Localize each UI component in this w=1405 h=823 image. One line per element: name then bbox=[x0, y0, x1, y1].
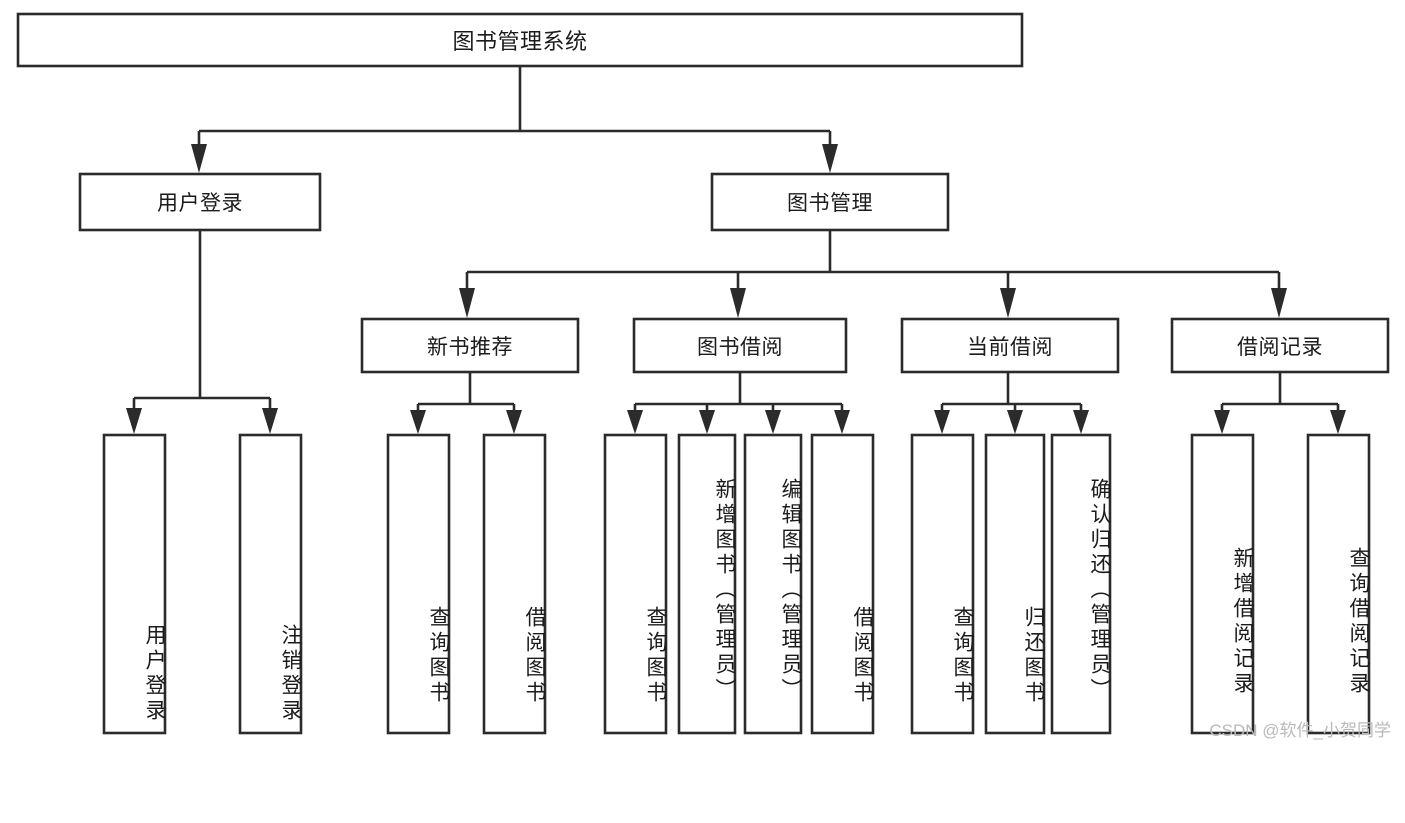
arrow-head-bb-add bbox=[699, 410, 715, 434]
node-box-root[interactable] bbox=[16, 12, 1024, 68]
arrow-head-cb-query bbox=[934, 410, 950, 434]
arrow-head-user-login bbox=[191, 144, 207, 173]
leaf-box-bb-query-book[interactable] bbox=[603, 433, 668, 735]
arrow-head-cb-confirm bbox=[1073, 410, 1089, 434]
arrow-head-leaf-user-login bbox=[126, 408, 142, 434]
arrow-head-bb-edit bbox=[765, 410, 781, 434]
node-box-user-login[interactable] bbox=[78, 172, 322, 232]
leaf-box-bb-borrow-book[interactable] bbox=[810, 433, 875, 735]
arrow-head-cb-return bbox=[1007, 410, 1023, 434]
arrow-head-book-borrow bbox=[730, 288, 746, 318]
diagram-svg bbox=[16, 12, 1390, 735]
leaf-box-br-query-record[interactable] bbox=[1306, 433, 1371, 735]
leaf-box-logout[interactable] bbox=[238, 433, 303, 735]
arrow-head-borrow-record bbox=[1271, 288, 1287, 318]
arrow-head-br-add bbox=[1214, 410, 1230, 434]
leaf-box-br-add-record[interactable] bbox=[1190, 433, 1255, 735]
connector-group-book-borrow-to-leaves bbox=[627, 372, 850, 434]
leaf-box-user-login[interactable] bbox=[102, 433, 167, 735]
leaf-box-cb-return-book[interactable] bbox=[984, 433, 1046, 735]
arrow-head-br-query bbox=[1330, 410, 1346, 434]
node-box-current-borrow[interactable] bbox=[900, 317, 1120, 374]
leaf-box-bb-add-book-admin[interactable] bbox=[677, 433, 737, 735]
arrow-head-nbr-borrow bbox=[506, 410, 522, 434]
arrow-head-new-book-rec bbox=[459, 288, 475, 318]
arrow-head-bb-borrow bbox=[834, 410, 850, 434]
arrow-head-current-borrow bbox=[1000, 288, 1016, 318]
node-box-book-borrow[interactable] bbox=[632, 317, 848, 374]
leaf-box-nbr-borrow-book[interactable] bbox=[482, 433, 547, 735]
connector-group-user-login-to-leaves bbox=[126, 230, 278, 434]
connector-group-current-borrow-to-leaves bbox=[934, 372, 1089, 434]
arrow-head-leaf-logout bbox=[262, 408, 278, 434]
arrow-head-bb-query bbox=[627, 410, 643, 434]
leaf-box-nbr-query-book[interactable] bbox=[386, 433, 451, 735]
connector-group-new-book-rec-to-leaves bbox=[410, 372, 522, 434]
node-box-new-book-recommend[interactable] bbox=[360, 317, 580, 374]
connector-group-borrow-record-to-leaves bbox=[1214, 372, 1346, 434]
diagram-canvas-root: 图书管理系统 用户登录 图书管理 新书推荐 图书借阅 当前借阅 借阅记录 用户登… bbox=[16, 12, 1391, 740]
connector-group-root-to-level2 bbox=[191, 66, 838, 173]
arrow-head-book-manage bbox=[822, 144, 838, 173]
leaf-box-cb-query-book[interactable] bbox=[910, 433, 975, 735]
leaf-box-cb-confirm-return-admin[interactable] bbox=[1050, 433, 1112, 735]
arrow-head-nbr-query bbox=[410, 410, 426, 434]
node-box-borrow-record[interactable] bbox=[1170, 317, 1390, 374]
leaf-box-bb-edit-book-admin[interactable] bbox=[743, 433, 803, 735]
node-box-book-management[interactable] bbox=[710, 172, 950, 232]
connector-group-book-management-to-level3 bbox=[459, 230, 1287, 318]
